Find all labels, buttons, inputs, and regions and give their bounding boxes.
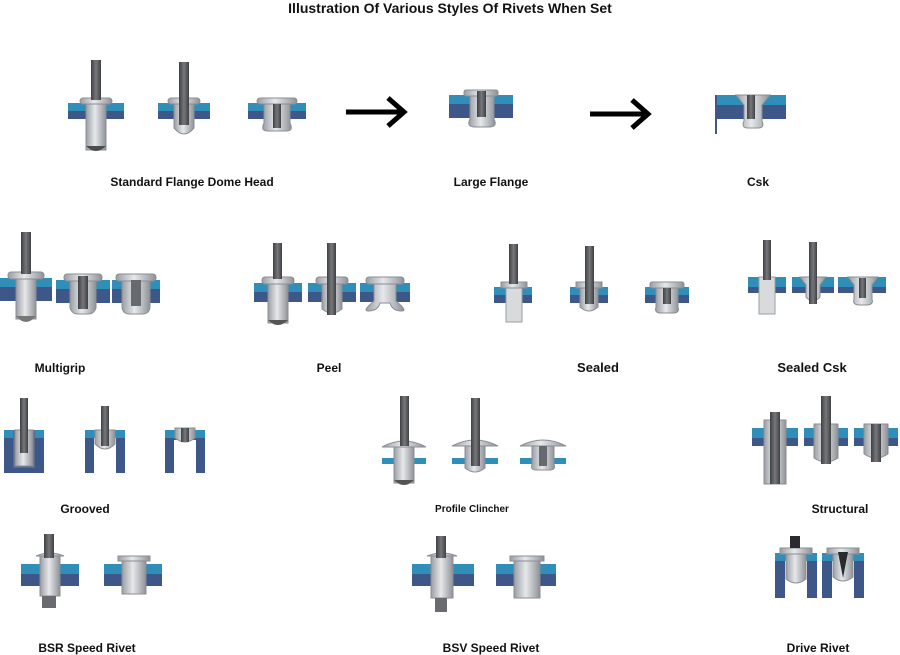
arrow-right-icon (346, 96, 408, 128)
label-bsr-speed-rivet: BSR Speed Rivet (38, 641, 136, 655)
peel-rivet-unset (254, 243, 302, 325)
large-flange-rivet (449, 89, 513, 128)
peel-rivet-setting (308, 243, 356, 315)
grooved-rivet-set (165, 427, 205, 473)
label-sealed: Sealed (577, 360, 619, 375)
sealed-rivet-setting (570, 246, 608, 312)
label-peel: Peel (316, 361, 342, 375)
standard-flange-rivet-unset (68, 60, 124, 151)
sealed-rivet-unset (494, 244, 532, 323)
sealed-csk-rivet-set (838, 276, 886, 306)
grooved-rivet-unset (4, 398, 44, 473)
bsv-speed-rivet-unset (412, 536, 474, 612)
page-title: Illustration Of Various Styles Of Rivets… (288, 0, 612, 16)
standard-flange-rivet-setting (158, 62, 210, 135)
drive-rivet-set (822, 547, 864, 598)
label-multigrip: Multigrip (34, 361, 86, 375)
label-csk: Csk (746, 175, 770, 189)
structural-rivet-unset (752, 412, 798, 485)
drive-rivet-unset (775, 536, 817, 598)
standard-flange-rivet-set (248, 97, 306, 132)
multigrip-rivet-set (112, 273, 160, 315)
multigrip-rivet-setting (56, 273, 110, 315)
label-structural: Structural (811, 502, 869, 516)
bsv-speed-rivet-set (496, 555, 556, 599)
label-sealed-csk: Sealed Csk (777, 360, 847, 375)
grooved-rivet-setting (85, 406, 125, 473)
peel-rivet-set (360, 276, 410, 312)
label-bsv-speed-rivet: BSV Speed Rivet (442, 641, 540, 655)
arrow-right-icon (590, 98, 652, 130)
sealed-csk-rivet-setting (792, 242, 834, 304)
profile-clincher-rivet-setting (451, 398, 499, 473)
label-large-flange: Large Flange (453, 175, 529, 189)
label-profile-clincher: Profile Clincher (435, 504, 509, 515)
sealed-csk-rivet-unset (748, 240, 786, 315)
csk-rivet (715, 94, 786, 134)
profile-clincher-rivet-set (519, 439, 567, 471)
structural-rivet-set (854, 423, 898, 462)
bsr-speed-rivet-unset (21, 534, 79, 608)
label-grooved: Grooved (60, 502, 110, 516)
multigrip-rivet-unset (0, 232, 52, 322)
sealed-rivet-set (645, 281, 689, 314)
bsr-speed-rivet-set (104, 555, 162, 595)
label-standard-flange-dome-head: Standard Flange Dome Head (110, 175, 274, 189)
label-drive-rivet: Drive Rivet (786, 641, 850, 655)
profile-clincher-rivet-unset (381, 396, 427, 485)
structural-rivet-setting (804, 396, 848, 464)
